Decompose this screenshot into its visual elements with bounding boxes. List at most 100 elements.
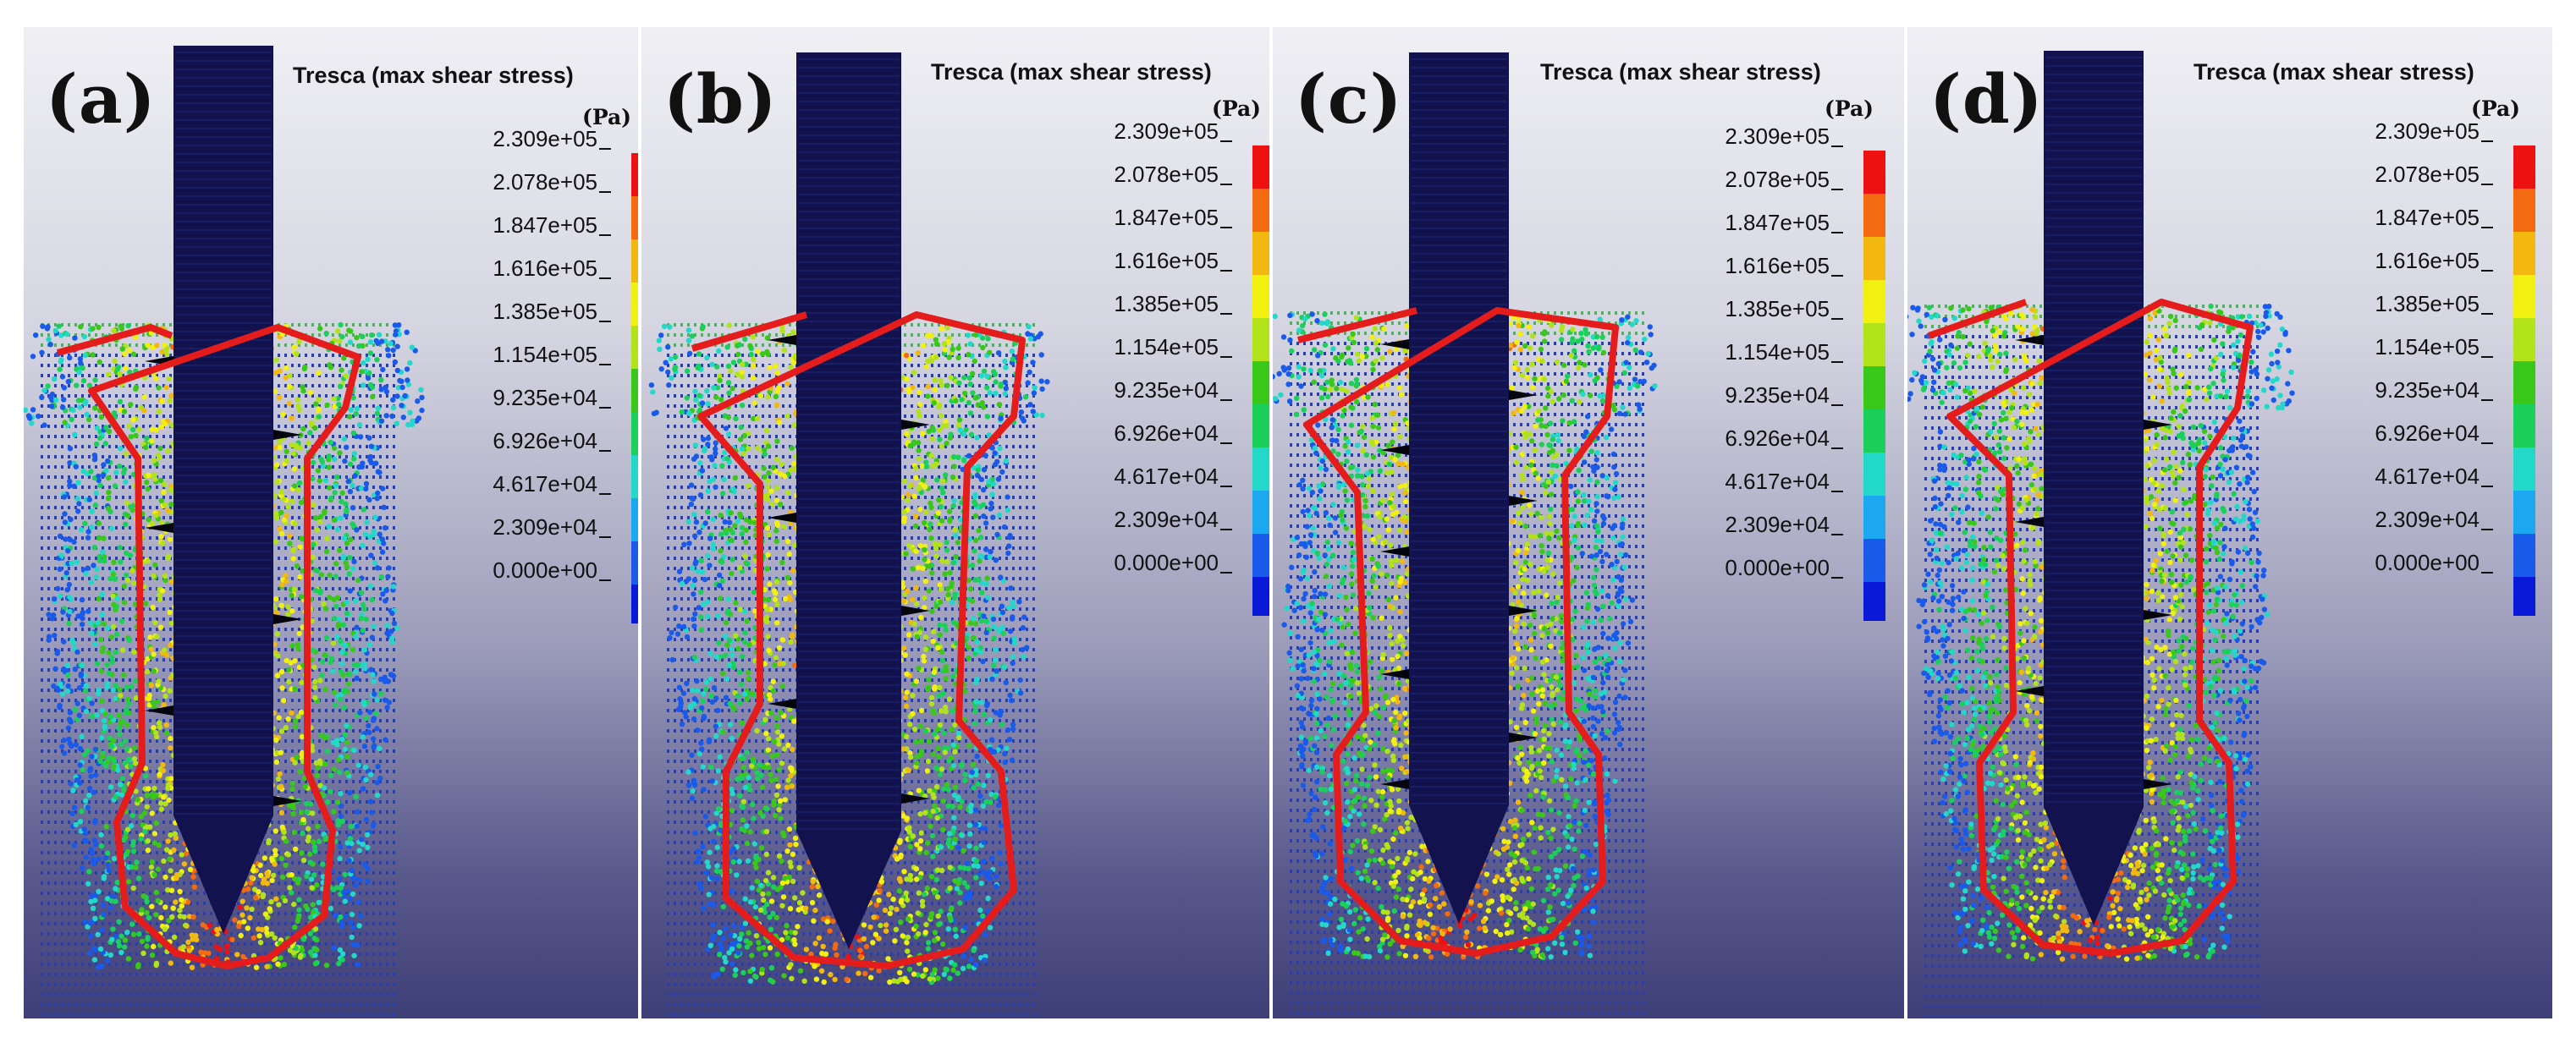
screw-thread	[901, 793, 930, 804]
color-bar-segment	[1252, 318, 1269, 361]
color-bar-segment	[1863, 409, 1885, 453]
color-bar-segment	[1863, 194, 1885, 237]
color-bar-segment	[2513, 189, 2535, 232]
color-bar-segment	[1863, 366, 1885, 409]
color-bar-segment	[2513, 491, 2535, 534]
legend-tick-label: 1.385e+05	[2341, 291, 2493, 317]
color-bar-segment	[2513, 145, 2535, 189]
panel-a: (a) Tresca (max shear stress) (Pa) 2.309…	[24, 27, 638, 1018]
color-bar-segment	[1252, 404, 1269, 447]
color-bar-segment	[1863, 539, 1885, 582]
color-bar-segment	[631, 541, 638, 585]
color-bar-segment	[2513, 577, 2535, 616]
color-bar-segment	[1252, 447, 1269, 491]
panel-label-d: (d)	[1929, 59, 2044, 139]
legend-tick-label: 6.926e+04	[459, 428, 611, 454]
legend-tick-label: 2.309e+05	[1691, 124, 1843, 150]
legend-tick-label: 0.000e+00	[1691, 555, 1843, 581]
color-bar-segment	[1252, 577, 1269, 616]
screw-thread	[768, 513, 796, 523]
influence-zone-outline	[691, 311, 1026, 969]
panel-label-c: (c)	[1295, 59, 1403, 139]
screw-thread	[273, 614, 302, 624]
color-bar	[1252, 145, 1269, 616]
color-bar-segment	[1863, 323, 1885, 366]
screw-body	[1409, 52, 1509, 924]
legend-title-b: Tresca (max shear stress)	[931, 59, 1212, 85]
legend-tick-label: 2.309e+05	[1080, 118, 1232, 145]
color-bar-segment	[631, 239, 638, 283]
color-bar-segment	[1863, 280, 1885, 323]
color-bar-segment	[631, 369, 638, 412]
screw-thread	[1380, 546, 1409, 557]
legend-tick-label: 1.847e+05	[459, 212, 611, 239]
legend-tick-label: 0.000e+00	[459, 557, 611, 584]
panel-label-a: (a)	[46, 59, 157, 139]
screw-thread	[1380, 339, 1409, 349]
color-bar-segment	[1863, 582, 1885, 621]
color-bar-segment	[631, 585, 638, 623]
color-bar-segment	[1252, 189, 1269, 232]
legend-tick-label: 2.309e+05	[459, 126, 611, 152]
legend-tick-label: 6.926e+04	[1080, 420, 1232, 447]
screw-mesh	[1411, 58, 1507, 804]
screw-mesh	[175, 52, 272, 815]
screw-thread	[1380, 445, 1409, 455]
simulation-view-a	[24, 46, 425, 1017]
color-bar-segment	[1252, 361, 1269, 404]
legend-tick-label: 2.078e+05	[459, 169, 611, 195]
color-bar-segment	[2513, 534, 2535, 577]
color-bar-segment	[1252, 232, 1269, 275]
legend-tick-label: 0.000e+00	[1080, 550, 1232, 576]
screw-thread	[145, 705, 173, 716]
legend-tick-label: 2.309e+04	[459, 514, 611, 541]
legend-tick-label: 2.078e+05	[2341, 162, 2493, 188]
color-bar-segment	[2513, 404, 2535, 447]
color-bar	[2513, 145, 2535, 616]
screw-thread	[145, 523, 173, 533]
screw-thread	[1509, 606, 1538, 616]
legend-tick-label: 0.000e+00	[2341, 550, 2493, 576]
color-bar-segment	[1252, 275, 1269, 318]
panel-c: (c) Tresca (max shear stress) (Pa) 2.309…	[1273, 27, 1904, 1018]
screw-thread	[1509, 390, 1538, 400]
panel-label-b: (b)	[663, 59, 778, 139]
legend-title-d: Tresca (max shear stress)	[2193, 59, 2474, 85]
screw-thread	[901, 420, 930, 430]
legend-tick-label: 1.847e+05	[1080, 205, 1232, 231]
color-bar-segment	[631, 326, 638, 369]
legend-unit-a: (Pa)	[582, 105, 631, 129]
screw-thread	[1380, 779, 1409, 789]
panel-d: (d) Tresca (max shear stress) (Pa) 2.309…	[1907, 27, 2552, 1018]
legend-tick-label: 1.847e+05	[2341, 205, 2493, 231]
screw-thread	[2015, 335, 2044, 345]
screw-thread	[2015, 686, 2044, 696]
legend-tick-label: 1.616e+05	[1080, 248, 1232, 274]
legend-tick-label: 9.235e+04	[1691, 382, 1843, 409]
color-bar-segment	[631, 283, 638, 326]
color-bar-segment	[631, 455, 638, 498]
screw-thread	[1509, 496, 1538, 506]
influence-zone-outline	[1297, 307, 1619, 957]
screw-body	[796, 52, 901, 949]
legend-tick-label: 2.309e+05	[2341, 118, 2493, 145]
color-bar-segment	[1863, 496, 1885, 539]
legend-tick-label: 2.078e+05	[1080, 162, 1232, 188]
color-bar-segment	[1863, 151, 1885, 194]
legend-tick-label: 2.309e+04	[1691, 512, 1843, 538]
influence-zone-outline	[56, 324, 361, 969]
color-bar-segment	[631, 196, 638, 239]
legend-tick-label: 1.154e+05	[2341, 334, 2493, 360]
legend-tick-label: 1.847e+05	[1691, 210, 1843, 236]
legend-tick-label: 2.078e+05	[1691, 167, 1843, 193]
screw-thread	[768, 335, 796, 345]
color-bar	[1863, 151, 1885, 621]
legend-unit-b: (Pa)	[1212, 96, 1261, 121]
color-bar-segment	[1863, 237, 1885, 280]
screw-thread	[273, 796, 302, 806]
screw-thread	[2144, 779, 2172, 789]
color-bar-segment	[2513, 232, 2535, 275]
influence-zone-outline	[1927, 299, 2254, 957]
legend-unit-d: (Pa)	[2471, 96, 2520, 121]
